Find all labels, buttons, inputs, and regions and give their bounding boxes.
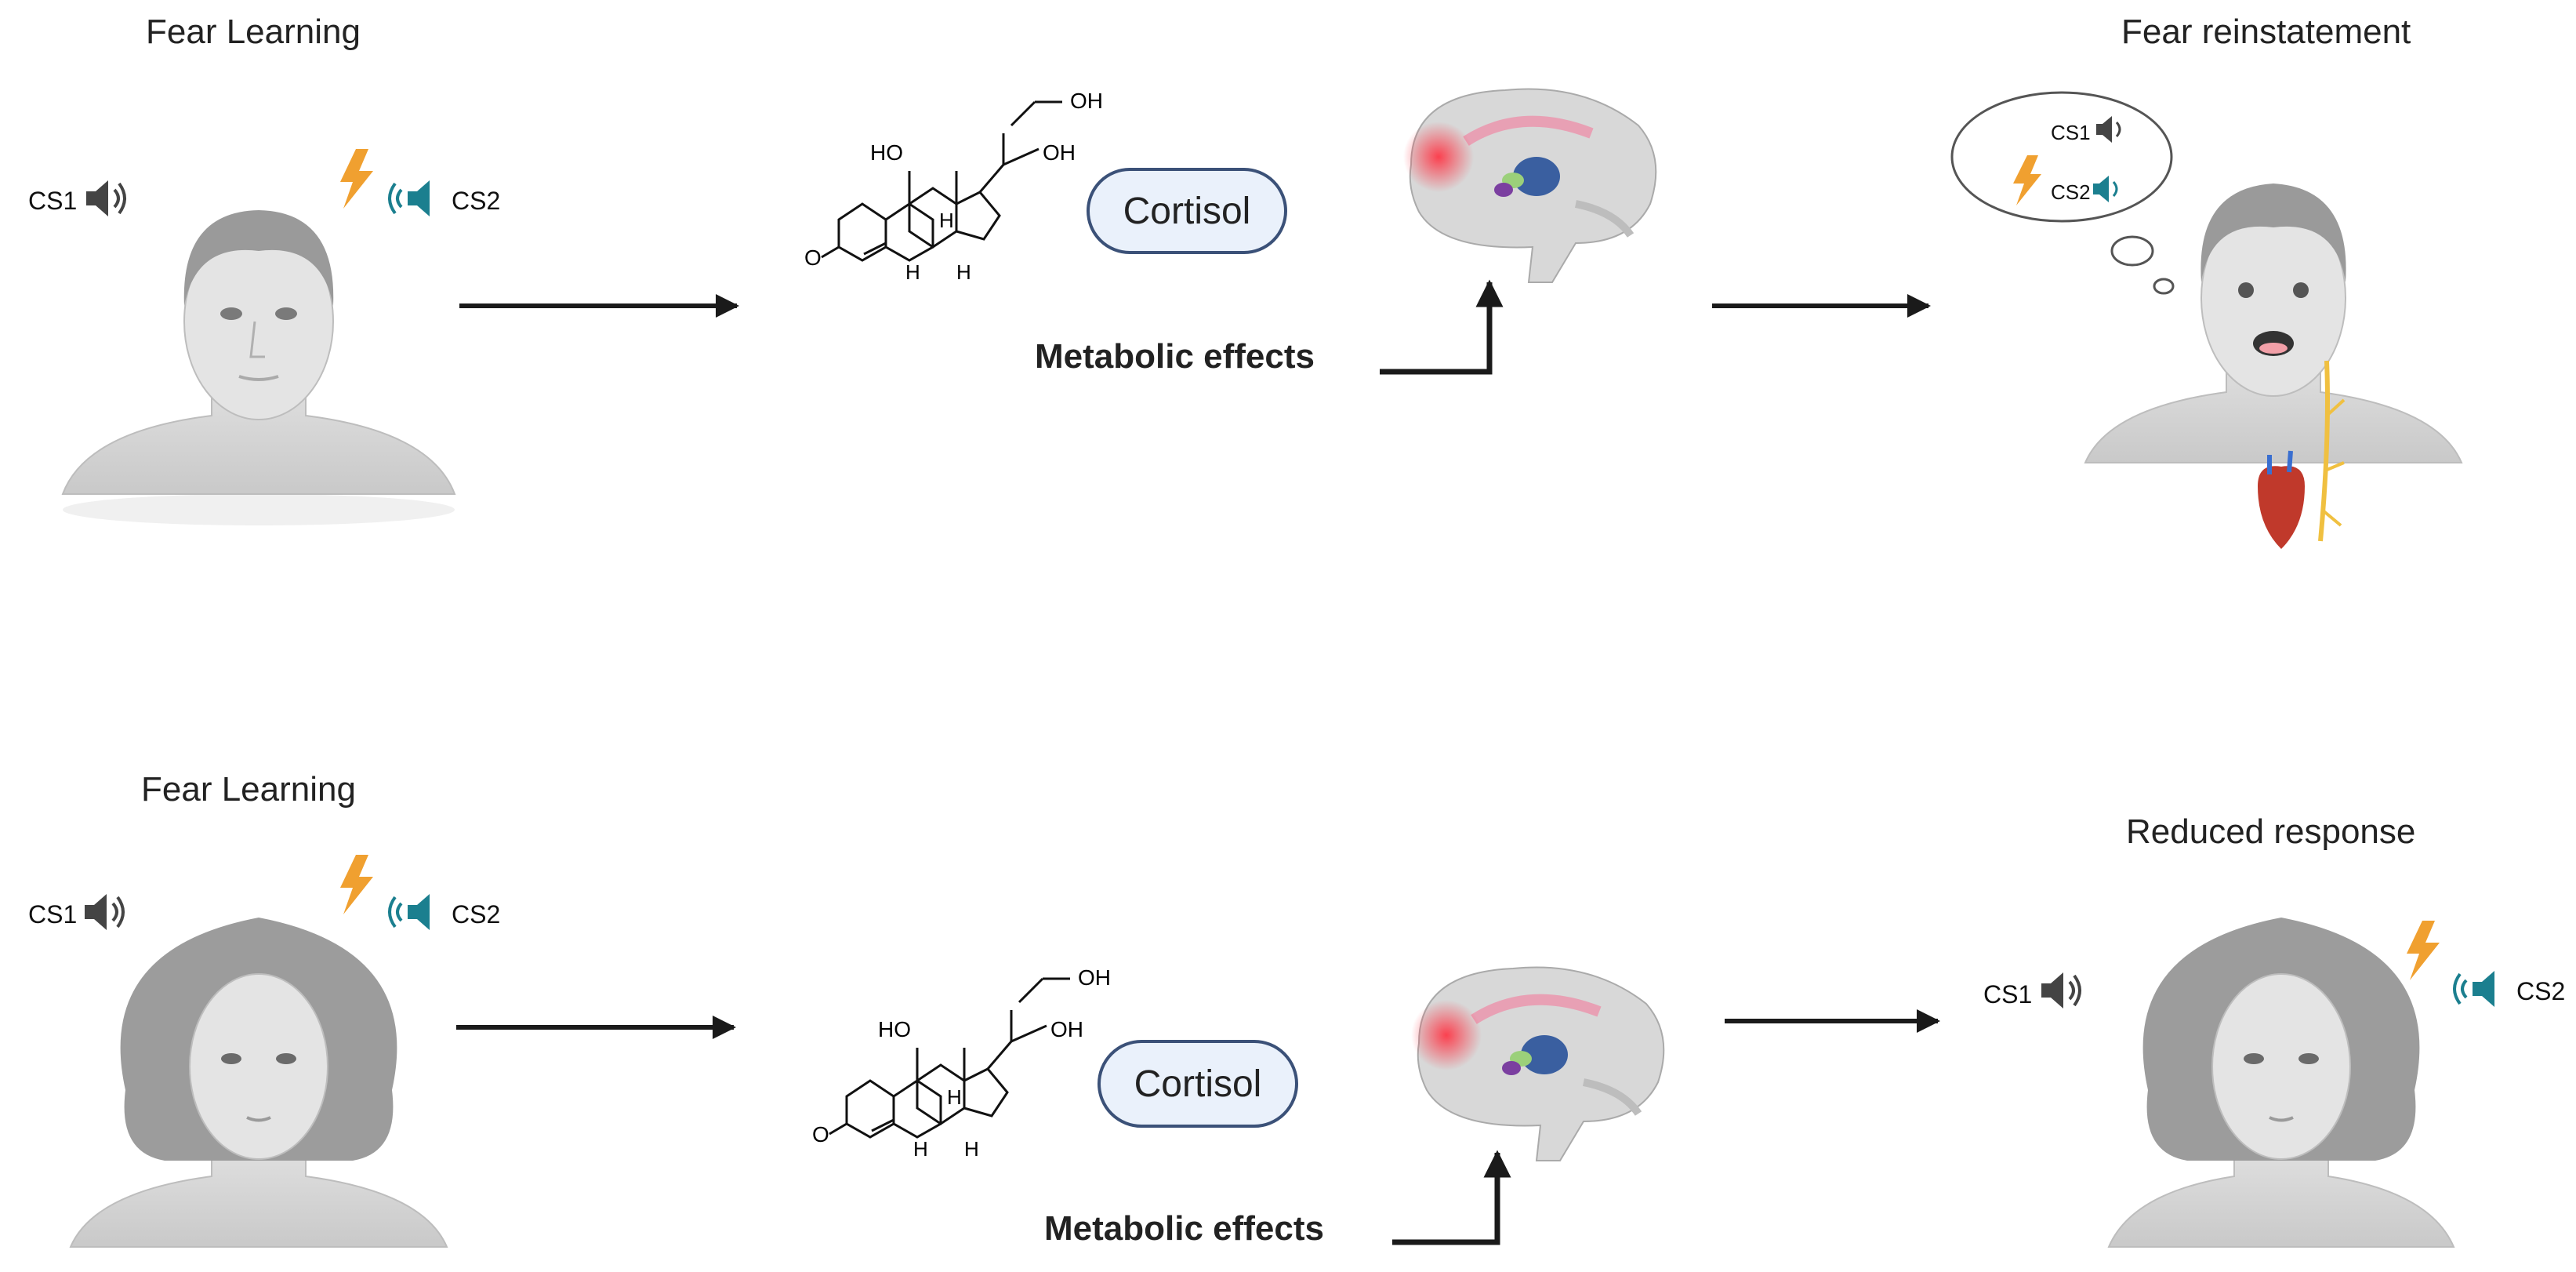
thought-cs1-speaker-icon bbox=[2096, 116, 2121, 143]
bmol-oh-label-1: OH bbox=[1050, 1017, 1083, 1041]
mol-o-label: O bbox=[804, 245, 822, 270]
shock-icon bbox=[340, 149, 373, 209]
bottom-metabolic-effects-label: Metabolic effects bbox=[1044, 1209, 1324, 1248]
bottom-right-cs1-speaker-icon bbox=[2041, 972, 2081, 1009]
bottom-cs2-label: CS2 bbox=[452, 900, 501, 929]
bottom-right-cs2-speaker-icon bbox=[2453, 971, 2494, 1007]
mol-oh-label-1: OH bbox=[1043, 140, 1076, 165]
top-cs1-label: CS1 bbox=[28, 187, 78, 215]
top-arrow-2 bbox=[1712, 294, 1931, 318]
bottom-cs1-label: CS1 bbox=[28, 900, 78, 929]
mol-h-label-3: H bbox=[956, 260, 971, 284]
person-male-icon bbox=[61, 210, 456, 525]
top-cortisol-label: Cortisol bbox=[1123, 190, 1251, 232]
bmol-oh-label-2: OH bbox=[1078, 965, 1111, 990]
bottom-arrow-2 bbox=[1725, 1009, 1940, 1033]
top-cortisol-pill: Cortisol bbox=[1087, 168, 1287, 254]
bottom-right-cs1-label: CS1 bbox=[1983, 980, 2033, 1009]
bottom-cs1-speaker-icon bbox=[85, 894, 125, 930]
bmol-o-label: O bbox=[812, 1122, 829, 1147]
bmol-h-label-3: H bbox=[964, 1137, 979, 1161]
thought-cs2-speaker-icon bbox=[2093, 176, 2118, 202]
bottom-cs2-speaker-icon bbox=[388, 894, 430, 930]
bottom-shock-icon bbox=[340, 855, 373, 914]
bottom-brain-icon bbox=[1411, 966, 1665, 1161]
bottom-right-title: Reduced response bbox=[2126, 812, 2416, 851]
top-cs2-label: CS2 bbox=[452, 187, 501, 215]
bottom-cortisol-molecule: O HO OH OH H H H bbox=[812, 965, 1111, 1161]
top-right-title: Fear reinstatement bbox=[2121, 13, 2411, 51]
bottom-cortisol-pill: Cortisol bbox=[1098, 1040, 1298, 1128]
bottom-right-cs2-label: CS2 bbox=[2516, 977, 2566, 1005]
bmol-ho-label: HO bbox=[878, 1017, 911, 1041]
thought-shock-icon bbox=[2013, 155, 2041, 205]
mol-ho-label: HO bbox=[870, 140, 903, 165]
cs2-speaker-icon bbox=[388, 180, 430, 216]
bottom-left-title: Fear Learning bbox=[141, 770, 356, 809]
top-elbow-arrow bbox=[1380, 279, 1504, 375]
thought-cs1-label: CS1 bbox=[2051, 121, 2091, 144]
top-metabolic-effects-label: Metabolic effects bbox=[1035, 337, 1315, 376]
cs1-speaker-icon bbox=[86, 180, 126, 216]
bottom-cortisol-label: Cortisol bbox=[1134, 1063, 1262, 1105]
mol-h-label-2: H bbox=[905, 260, 920, 284]
bmol-h-label-2: H bbox=[913, 1137, 928, 1161]
bmol-h-label-1: H bbox=[947, 1085, 962, 1109]
person-female-calm-icon bbox=[2107, 918, 2455, 1248]
top-left-title: Fear Learning bbox=[146, 13, 361, 51]
brain-icon bbox=[1403, 88, 1657, 283]
bottom-arrow-1 bbox=[456, 1016, 736, 1039]
top-arrow-1 bbox=[459, 294, 739, 318]
cortisol-molecule: O HO OH OH H H H bbox=[804, 89, 1103, 284]
mol-h-label-1: H bbox=[939, 209, 954, 232]
person-fear-icon bbox=[2084, 184, 2463, 549]
bottom-elbow-arrow bbox=[1392, 1150, 1511, 1245]
person-female-icon bbox=[69, 918, 448, 1248]
thought-cs2-label: CS2 bbox=[2051, 180, 2091, 204]
bottom-right-shock-icon bbox=[2407, 921, 2440, 980]
mol-oh-label-2: OH bbox=[1070, 89, 1103, 113]
